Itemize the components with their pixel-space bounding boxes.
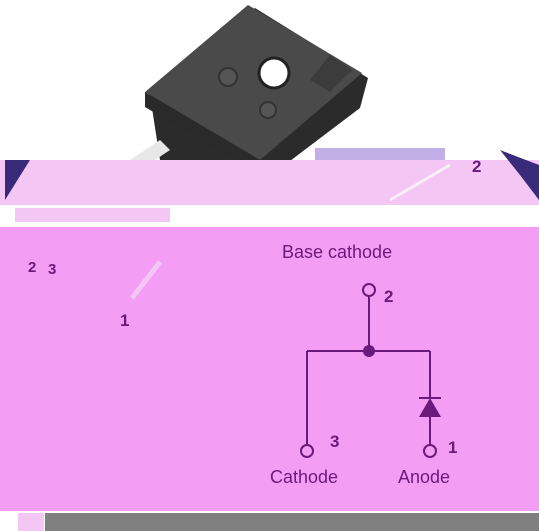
lead-label-3: 3 xyxy=(48,261,56,278)
package-pin-2-label: 2 xyxy=(472,157,481,176)
bottom-gray-bar xyxy=(45,513,539,531)
highlight-line xyxy=(389,163,451,202)
terminal-anode xyxy=(423,444,437,458)
pin-right-number: 1 xyxy=(448,438,457,457)
pin-left-number: 3 xyxy=(330,432,339,451)
cathode-label: Cathode xyxy=(270,467,338,487)
package-photo xyxy=(130,5,368,195)
pin-top-number: 2 xyxy=(384,287,393,306)
anode-label: Anode xyxy=(398,467,450,487)
schematic: Base cathode 2 3 Cathode 1 Anode xyxy=(270,242,457,487)
dark-stripe-right xyxy=(500,150,539,200)
package-dimple-b xyxy=(259,101,277,119)
base-cathode-label: Base cathode xyxy=(282,242,392,262)
dark-stripe-left xyxy=(5,160,30,200)
terminal-cathode xyxy=(300,444,314,458)
light-pink-band xyxy=(0,160,539,205)
mounting-hole xyxy=(257,56,291,90)
lead-highlight xyxy=(130,260,162,300)
lead-label-2: 2 xyxy=(28,259,36,276)
artifact-band xyxy=(315,148,445,160)
diode-symbol xyxy=(419,398,441,417)
lead-label-1: 1 xyxy=(120,311,129,330)
bottom-pink-patch xyxy=(18,513,44,531)
package-dimple-a xyxy=(218,67,238,87)
package-body xyxy=(145,5,362,160)
pale-patch xyxy=(15,208,170,222)
main-pink-background xyxy=(0,227,539,517)
package-side xyxy=(145,92,260,175)
package-notch xyxy=(310,55,352,92)
